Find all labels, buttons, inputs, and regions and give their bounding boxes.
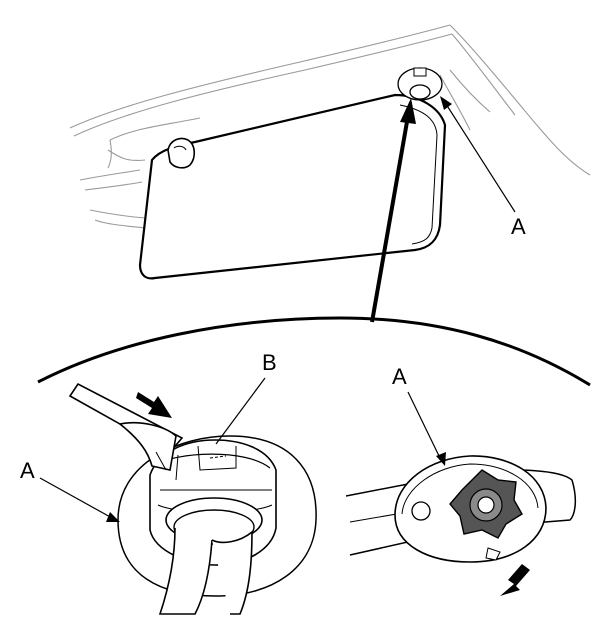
label-b: B	[262, 350, 277, 375]
left-detail	[68, 382, 317, 615]
label-a-left: A	[20, 458, 35, 483]
leader-a-right	[407, 391, 441, 459]
leader-a-top-arrowhead	[440, 96, 452, 110]
visor-clip	[167, 137, 196, 169]
sun-visor-panel	[138, 93, 447, 280]
headliner-outline	[69, 24, 591, 229]
right-detail	[345, 455, 577, 563]
label-a-top: A	[511, 214, 526, 239]
sun-visor	[138, 93, 447, 280]
leader-a-right-arrowhead	[436, 452, 446, 466]
push-arrow-icon	[136, 392, 172, 418]
leader-a-left-arrowhead	[106, 512, 120, 522]
detail-indicator-arrowhead	[400, 98, 416, 124]
leader-a-left	[39, 477, 113, 519]
leader-b	[215, 377, 266, 445]
detail-indicator-line	[370, 115, 410, 323]
release-arrow-icon	[500, 564, 530, 596]
detail-circle-boundary	[37, 316, 591, 387]
leader-a-top	[445, 103, 516, 213]
visor-pivot-mount	[397, 67, 443, 101]
label-a-right: A	[392, 364, 407, 389]
